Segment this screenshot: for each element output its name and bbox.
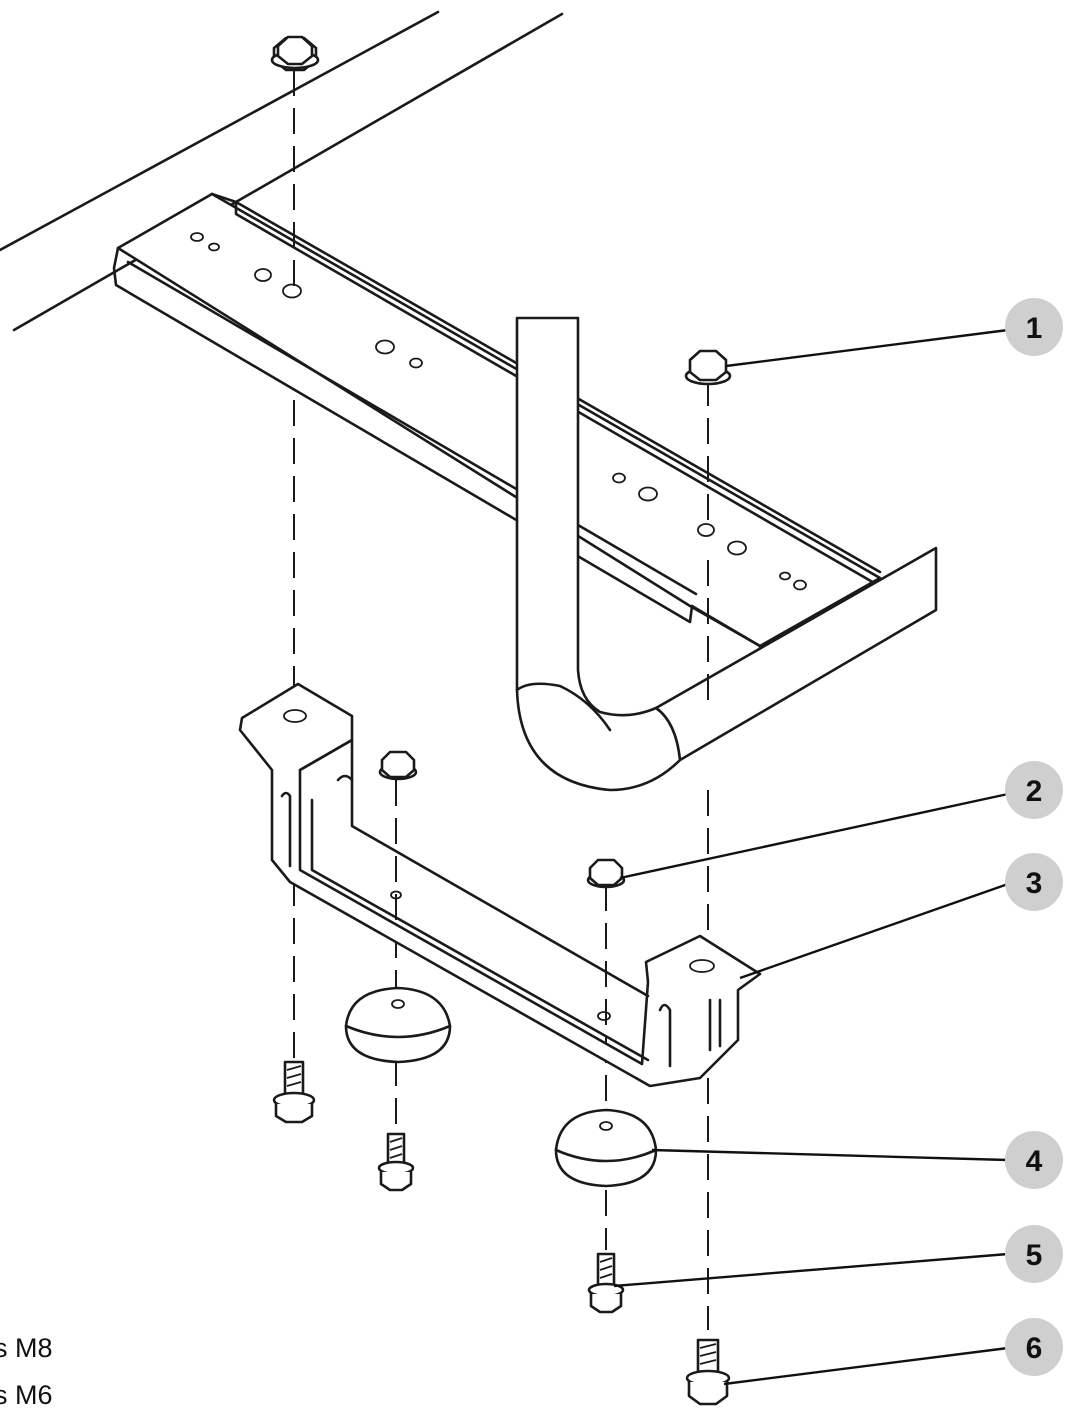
bolt-left	[272, 1060, 316, 1124]
nut-top-right	[684, 349, 732, 386]
u-bracket	[238, 682, 762, 1088]
nut-small-center	[586, 858, 626, 889]
tube-frame	[515, 316, 938, 792]
legend-item-m6: s M6	[0, 1380, 53, 1410]
callout-1-label: 1	[1026, 312, 1043, 345]
callout-3-label: 3	[1026, 867, 1043, 900]
bolt-m6	[587, 1252, 625, 1314]
bolt-center	[377, 1132, 415, 1192]
callout-5-label: 5	[1026, 1239, 1043, 1272]
rubber-foot-right	[554, 1108, 658, 1188]
callout-4-label: 4	[1026, 1145, 1043, 1178]
legend-item-m8: s M8	[0, 1333, 53, 1363]
callout-5: 5	[1005, 1225, 1063, 1283]
assembly-lines	[293, 70, 709, 1330]
callout-2: 2	[1005, 761, 1063, 819]
callout-6-label: 6	[1026, 1332, 1043, 1365]
callout-4: 4	[1005, 1131, 1063, 1189]
callout-2-label: 2	[1026, 775, 1043, 808]
legend: s M8 s M6	[0, 1333, 53, 1410]
leader-lines	[613, 328, 1009, 1386]
rail-holes	[190, 232, 807, 591]
nut-top-left	[270, 35, 320, 72]
callout-6: 6	[1005, 1318, 1063, 1376]
callout-1: 1	[1005, 298, 1063, 356]
bolt-m8	[685, 1338, 731, 1406]
nut-bracket	[378, 750, 418, 781]
callout-3: 3	[1005, 853, 1063, 911]
rubber-foot-left	[344, 986, 452, 1064]
channel-rail	[112, 192, 882, 660]
surface-edge	[0, 10, 564, 332]
